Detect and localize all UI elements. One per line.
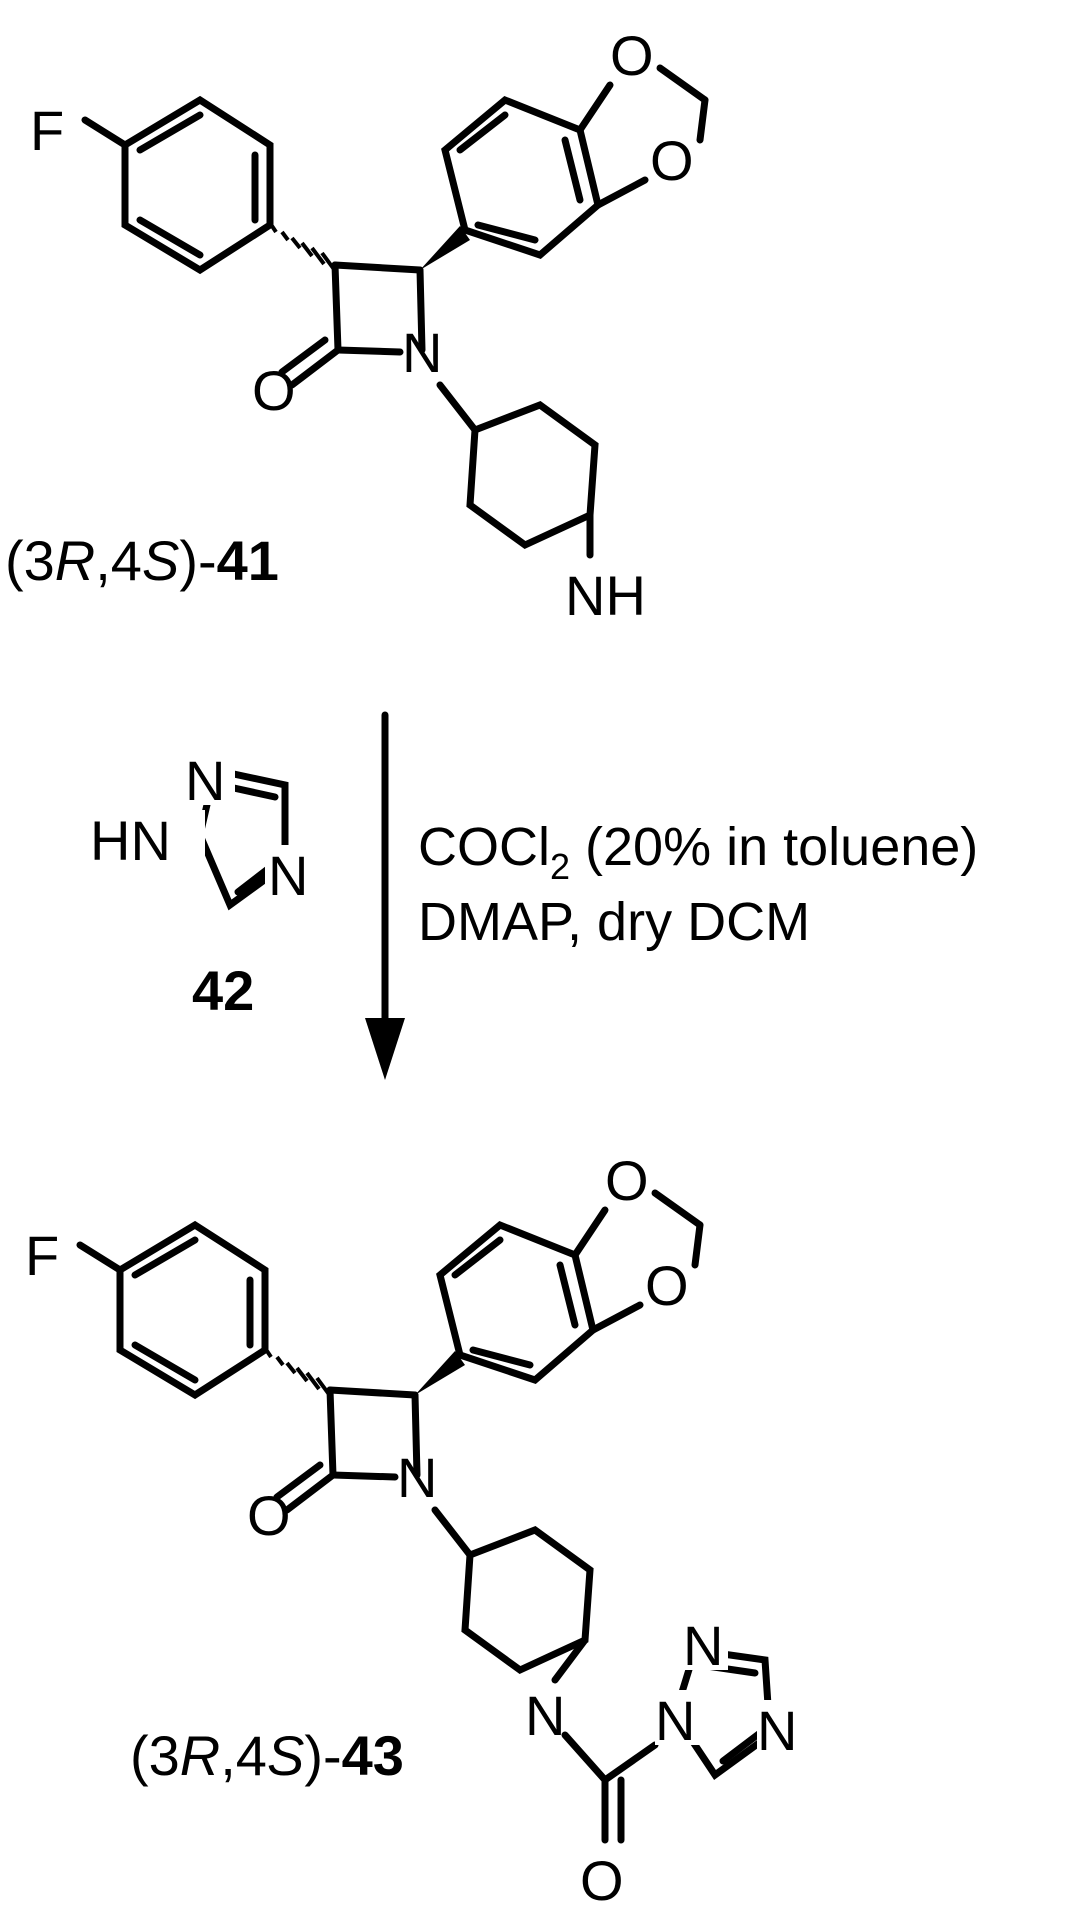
dioxole-oxygen-2: O: [650, 129, 694, 192]
cond-solvent: (20% in toluene): [570, 817, 978, 877]
beta-lactam-ring: [278, 261, 426, 389]
cond-reagent: COCl: [418, 817, 550, 877]
piperidine-ring: [436, 381, 599, 559]
carbonyl-oxygen: O: [252, 359, 296, 422]
benzodioxole-ring: [441, 64, 709, 259]
c43-prefix: (3: [130, 1724, 180, 1787]
compound-42-label: 42: [192, 959, 254, 1022]
solid-wedge-bond-43: [415, 1351, 465, 1395]
compound-43-structure: F O N O O N: [25, 1149, 802, 1912]
c43-number: 43: [342, 1724, 404, 1787]
carbonyl-oxygen-43: O: [247, 1484, 291, 1547]
compound-42-structure: N N HN: [90, 749, 310, 911]
cond-subscript: 2: [550, 846, 570, 887]
c41-dash: )-: [179, 529, 216, 592]
conditions-line-2: DMAP, dry DCM: [418, 892, 810, 952]
c43-dash: )-: [304, 1724, 341, 1787]
triazole-nh: HN: [90, 809, 171, 872]
dioxole-oxygen-1: O: [610, 24, 654, 87]
solid-wedge-bond: [420, 226, 470, 270]
compound-41-label: (3R,4S)-41: [5, 529, 279, 592]
compound-41-structure: F O N: [30, 24, 709, 627]
dioxole-oxygen-2-43: O: [645, 1254, 689, 1317]
triazole-n1-43: N: [655, 1689, 695, 1752]
triazole-n2-43: N: [683, 1614, 723, 1677]
piperidine-n-43: N: [525, 1684, 565, 1747]
fluorine-atom: F: [30, 99, 64, 162]
hashed-wedge-bond: [270, 224, 338, 274]
lactam-nitrogen-43: N: [397, 1446, 437, 1509]
conditions-line-1: COCl2 (20% in toluene): [418, 817, 978, 887]
hashed-wedge-bond-43: [265, 1349, 333, 1399]
compound-43-label: (3R,4S)-43: [130, 1724, 404, 1787]
piperidine-nh: NH: [565, 564, 646, 627]
c41-s: S: [142, 529, 179, 592]
triazole-n4: N: [268, 844, 308, 907]
fluorophenyl-ring: [81, 95, 274, 275]
triazole-n2: N: [185, 749, 225, 812]
fluorine-atom-43: F: [25, 1224, 59, 1287]
triazole-n4-43: N: [757, 1699, 797, 1762]
c43-s: S: [267, 1724, 304, 1787]
amide-oxygen-43: O: [580, 1849, 624, 1912]
dioxole-oxygen-1-43: O: [605, 1149, 649, 1212]
reaction-arrow: [365, 711, 405, 1080]
c41-prefix: (3: [5, 529, 55, 592]
c41-mid: ,4: [95, 529, 142, 592]
c43-r: R: [180, 1724, 220, 1787]
c43-mid: ,4: [220, 1724, 267, 1787]
lactam-nitrogen: N: [402, 321, 442, 384]
c41-r: R: [55, 529, 95, 592]
c41-number: 41: [217, 529, 279, 592]
